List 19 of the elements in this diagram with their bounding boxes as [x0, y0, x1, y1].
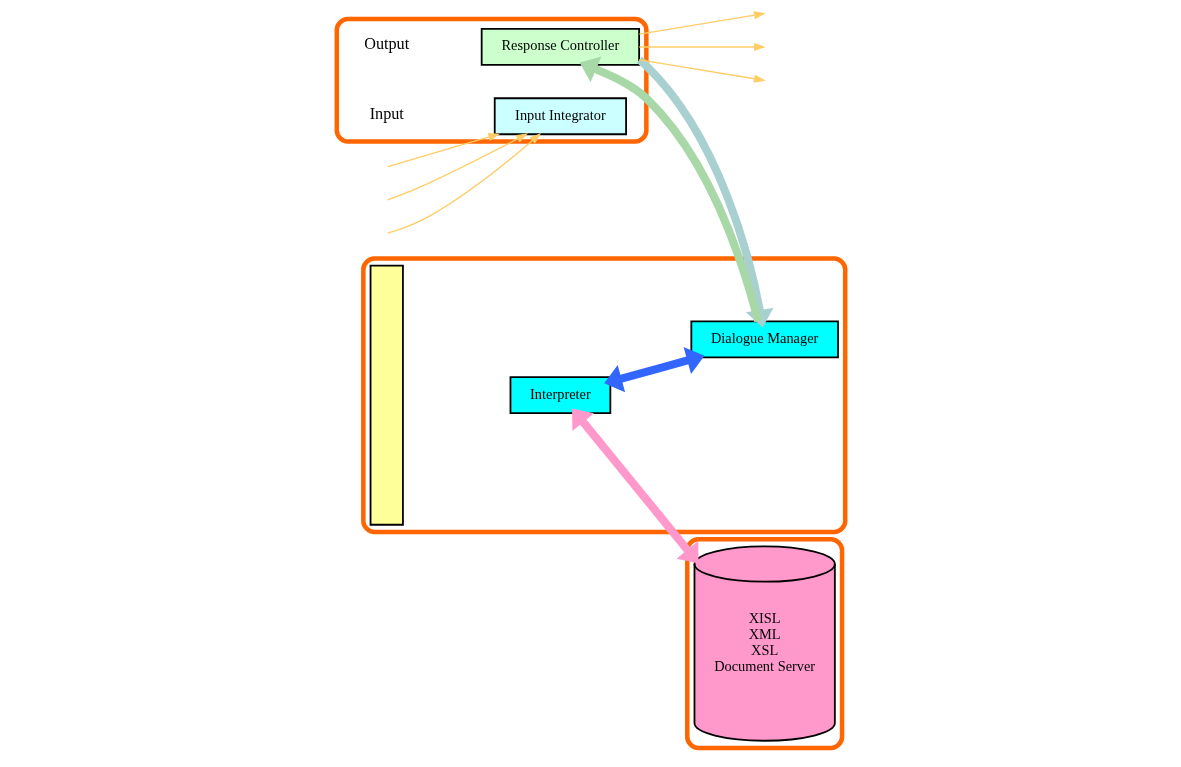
arrow — [638, 59, 766, 83]
label: Output — [363, 35, 409, 54]
arrow — [638, 11, 766, 35]
arrow — [386, 133, 500, 168]
node-box: Dialogue Manager — [689, 320, 839, 359]
arrow — [636, 56, 774, 328]
node-box: Interpreter — [509, 376, 611, 415]
arrow — [386, 133, 528, 201]
arrow — [579, 56, 762, 323]
arrow — [386, 133, 541, 234]
label: Input — [369, 105, 404, 124]
node-box: Input Integrator — [493, 97, 627, 136]
arrow — [638, 42, 766, 52]
cluster — [684, 536, 844, 751]
cluster — [360, 256, 847, 535]
arrow — [571, 408, 699, 564]
node-box: Response Controller — [480, 28, 640, 66]
node-bar — [369, 264, 404, 526]
arrow — [603, 346, 704, 393]
